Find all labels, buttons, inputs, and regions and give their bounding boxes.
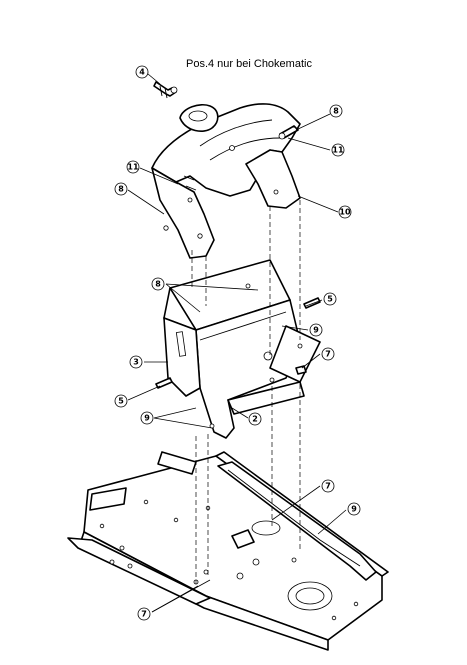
svg-text:7: 7: [325, 482, 331, 491]
svg-text:3: 3: [133, 358, 139, 367]
part-4-screw: [153, 81, 178, 99]
callout-8-mid: 8: [151, 277, 165, 291]
top-right-fastener: [278, 125, 299, 140]
svg-text:11: 11: [127, 163, 139, 172]
assembly-lines: [191, 200, 301, 584]
diagram-caption: Pos.4 nur bei Chokematic: [186, 58, 312, 70]
callout-3: 3: [129, 355, 143, 369]
mounting-bracket: [163, 259, 321, 439]
callout-8-top: 8: [329, 104, 343, 118]
svg-text:8: 8: [118, 185, 124, 194]
callout-11-top: 11: [331, 143, 345, 157]
svg-text:4: 4: [139, 68, 145, 77]
svg-text:2: 2: [252, 415, 258, 424]
svg-text:8: 8: [155, 280, 161, 289]
callout-10: 10: [338, 205, 352, 219]
callout-5-left: 5: [114, 394, 128, 408]
svg-text:9: 9: [144, 414, 150, 423]
callout-2: 2: [248, 412, 262, 426]
callout-11-left: 11: [126, 160, 140, 174]
dashboard-console: [151, 103, 301, 259]
svg-text:9: 9: [351, 505, 357, 514]
frame-deck: [67, 451, 389, 651]
svg-text:7: 7: [325, 350, 331, 359]
callout-5-right: 5: [323, 292, 337, 306]
callout-8-left: 8: [114, 182, 128, 196]
svg-text:7: 7: [141, 610, 147, 619]
callout-9-low: 9: [347, 502, 361, 516]
callout-7-low: 7: [321, 479, 335, 493]
svg-text:11: 11: [332, 146, 344, 155]
svg-text:5: 5: [118, 397, 124, 406]
callout-4: 4: [135, 65, 149, 79]
svg-text:10: 10: [339, 208, 351, 217]
svg-text:5: 5: [327, 295, 333, 304]
callout-7-bottom: 7: [137, 607, 151, 621]
callout-7-right: 7: [321, 347, 335, 361]
svg-text:8: 8: [333, 107, 339, 116]
callout-9-right: 9: [309, 323, 323, 337]
callout-9-left: 9: [140, 411, 154, 425]
leader-lines: [127, 73, 347, 613]
callouts: 4 8 11 11 8 10 8 5 9 3 7 5 9 2 7 9 7: [114, 65, 361, 621]
svg-text:9: 9: [313, 326, 319, 335]
